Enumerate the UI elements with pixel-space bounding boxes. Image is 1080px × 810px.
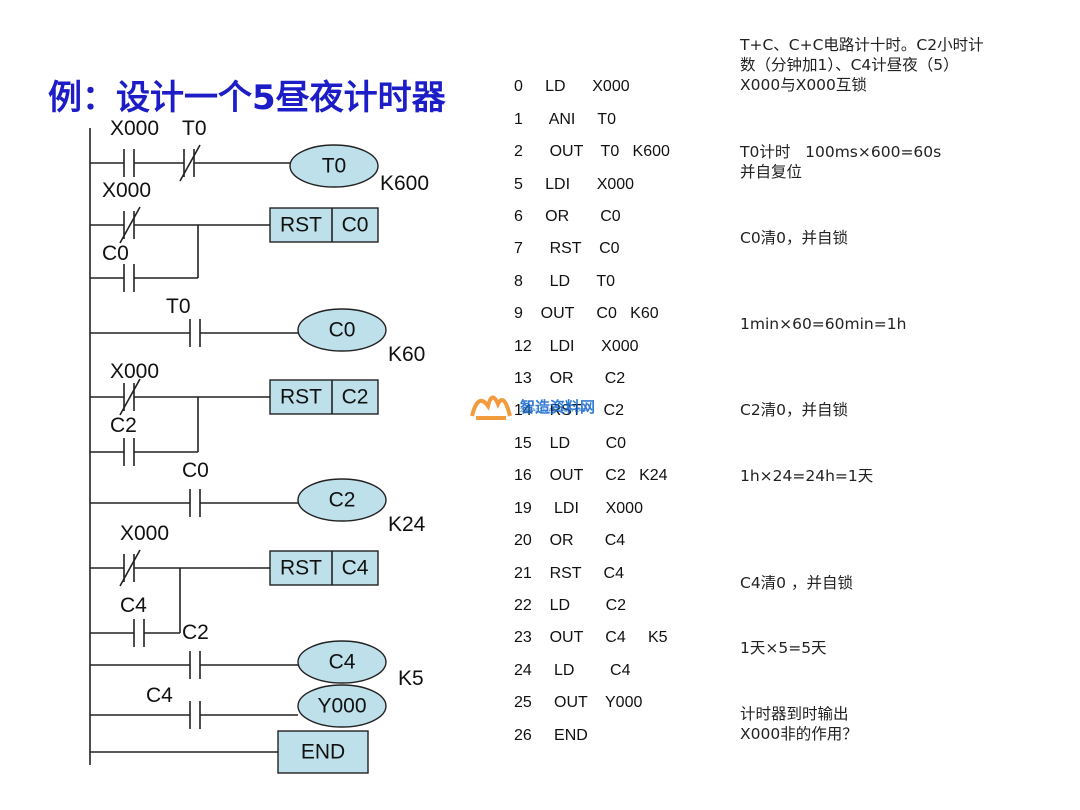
- instruction-row: 9 OUT C0 K60: [514, 305, 659, 322]
- rung-4: RST C2 X000 C2: [90, 360, 379, 466]
- rung-7: C4 C2 K5: [90, 621, 424, 690]
- instruction-row: 7 RST C0: [514, 240, 620, 257]
- instruction-row: 22 LD C2: [514, 597, 627, 614]
- rung-end: END: [90, 730, 369, 774]
- contact-c0-label: C0: [182, 459, 209, 482]
- coil-c4-label: C4: [329, 651, 356, 674]
- instruction-row: 1 ANI T0: [514, 111, 616, 128]
- rst-c0-op: RST: [280, 214, 322, 237]
- contact-c4-label: C4: [120, 594, 147, 617]
- coil-c4: [297, 640, 387, 684]
- instruction-row: 26 END: [514, 727, 588, 744]
- rst-c2-box: [269, 379, 379, 415]
- rung-8: Y000 C4: [90, 684, 387, 729]
- instruction-row: 23 OUT C4 K5: [514, 629, 668, 646]
- contact-x000-label: X000: [102, 179, 151, 202]
- instruction-row: 0 LD X000: [514, 78, 630, 95]
- instruction-row: 15 LD C0: [514, 435, 627, 452]
- instruction-row: 13 OR C2: [514, 370, 626, 387]
- contact-t0-label: T0: [166, 295, 191, 318]
- end-box: [277, 730, 369, 774]
- rung-6: RST C4 X000 C4: [90, 522, 379, 647]
- coil-t0-label: T0: [322, 155, 347, 178]
- coil-c0: [297, 308, 387, 352]
- contact-x000-label: X000: [120, 522, 169, 545]
- contact-t0-label: T0: [182, 117, 207, 140]
- coil-c0-label: C0: [329, 319, 356, 342]
- instruction-row: 24 LD C4: [514, 662, 631, 679]
- comment: C2清0，并自锁: [740, 401, 849, 419]
- rst-c4-box: [269, 550, 379, 586]
- rst-c2-arg: C2: [342, 386, 369, 409]
- end-label: END: [301, 741, 345, 764]
- instruction-row: 6 OR C0: [514, 208, 621, 225]
- coil-y000: [297, 684, 387, 728]
- contact-c4-label: C4: [146, 684, 173, 707]
- comment: 1天×5=5天: [740, 639, 827, 657]
- instruction-row: 2 OUT T0 K600: [514, 143, 670, 160]
- constant-k60: K60: [388, 343, 425, 366]
- watermark-subtext: ZHIZAOZILIAO WANG DATA: [520, 408, 588, 414]
- rung-5: C2 C0 K24: [90, 459, 426, 536]
- instruction-row: 12 LDI X000: [514, 338, 639, 355]
- contact-c2-label: C2: [182, 621, 209, 644]
- instruction-row: 16 OUT C2 K24: [514, 467, 668, 484]
- contact-x000-label: X000: [110, 117, 159, 140]
- watermark-text: 智造资料网: [520, 397, 596, 416]
- instruction-row: 14 RST C2: [514, 402, 624, 419]
- coil-t0: [289, 144, 379, 188]
- contact-c0-label: C0: [102, 242, 129, 265]
- instruction-row: 21 RST C4: [514, 565, 624, 582]
- comment: 1min×60=60min=1h: [740, 315, 907, 333]
- instruction-row: 8 LD T0: [514, 273, 616, 290]
- constant-k600: K600: [380, 172, 429, 195]
- instruction-row: 5 LDI X000: [514, 176, 635, 193]
- contact-x000-label: X000: [110, 360, 159, 383]
- comment: 计时器到时输出 X000非的作用？: [740, 705, 858, 743]
- comment: 1h×24=24h=1天: [740, 467, 874, 485]
- constant-k5: K5: [398, 667, 424, 690]
- instruction-row: 19 LDI X000: [514, 500, 643, 517]
- comment: C0清0，并自锁: [740, 229, 849, 247]
- contact-c2-label: C2: [110, 414, 137, 437]
- coil-y000-label: Y000: [317, 695, 366, 718]
- constant-k24: K24: [388, 513, 426, 536]
- comment: C4清0 ，并自锁: [740, 574, 853, 592]
- instruction-row: 25 OUT Y000: [514, 694, 643, 711]
- instruction-row: 20 OR C4: [514, 532, 626, 549]
- comment: T+C、C+C电路计十时。C2小时计 数（分钟加1）、C4计昼夜（5） X000…: [740, 36, 984, 94]
- page-title: 例：设计一个5昼夜计时器: [48, 78, 446, 118]
- rst-c2-op: RST: [280, 386, 322, 409]
- watermark-logo-icon: [470, 395, 512, 420]
- coil-c2: [297, 478, 387, 522]
- rung-3: C0 T0 K60: [90, 295, 425, 366]
- rung-2: RST C0 X000 C0: [90, 179, 379, 292]
- coil-c2-label: C2: [329, 489, 356, 512]
- rst-c4-arg: C4: [342, 557, 369, 580]
- rst-c0-box: [269, 207, 379, 243]
- rst-c0-arg: C0: [342, 214, 369, 237]
- watermark: 智造资料网 ZHIZAOZILIAO WANG DATA: [468, 386, 595, 426]
- rung-1: T0 X000 T0 K600: [90, 117, 429, 195]
- rst-c4-op: RST: [280, 557, 322, 580]
- comment: T0计时 100ms×600=60s 并自复位: [740, 143, 942, 181]
